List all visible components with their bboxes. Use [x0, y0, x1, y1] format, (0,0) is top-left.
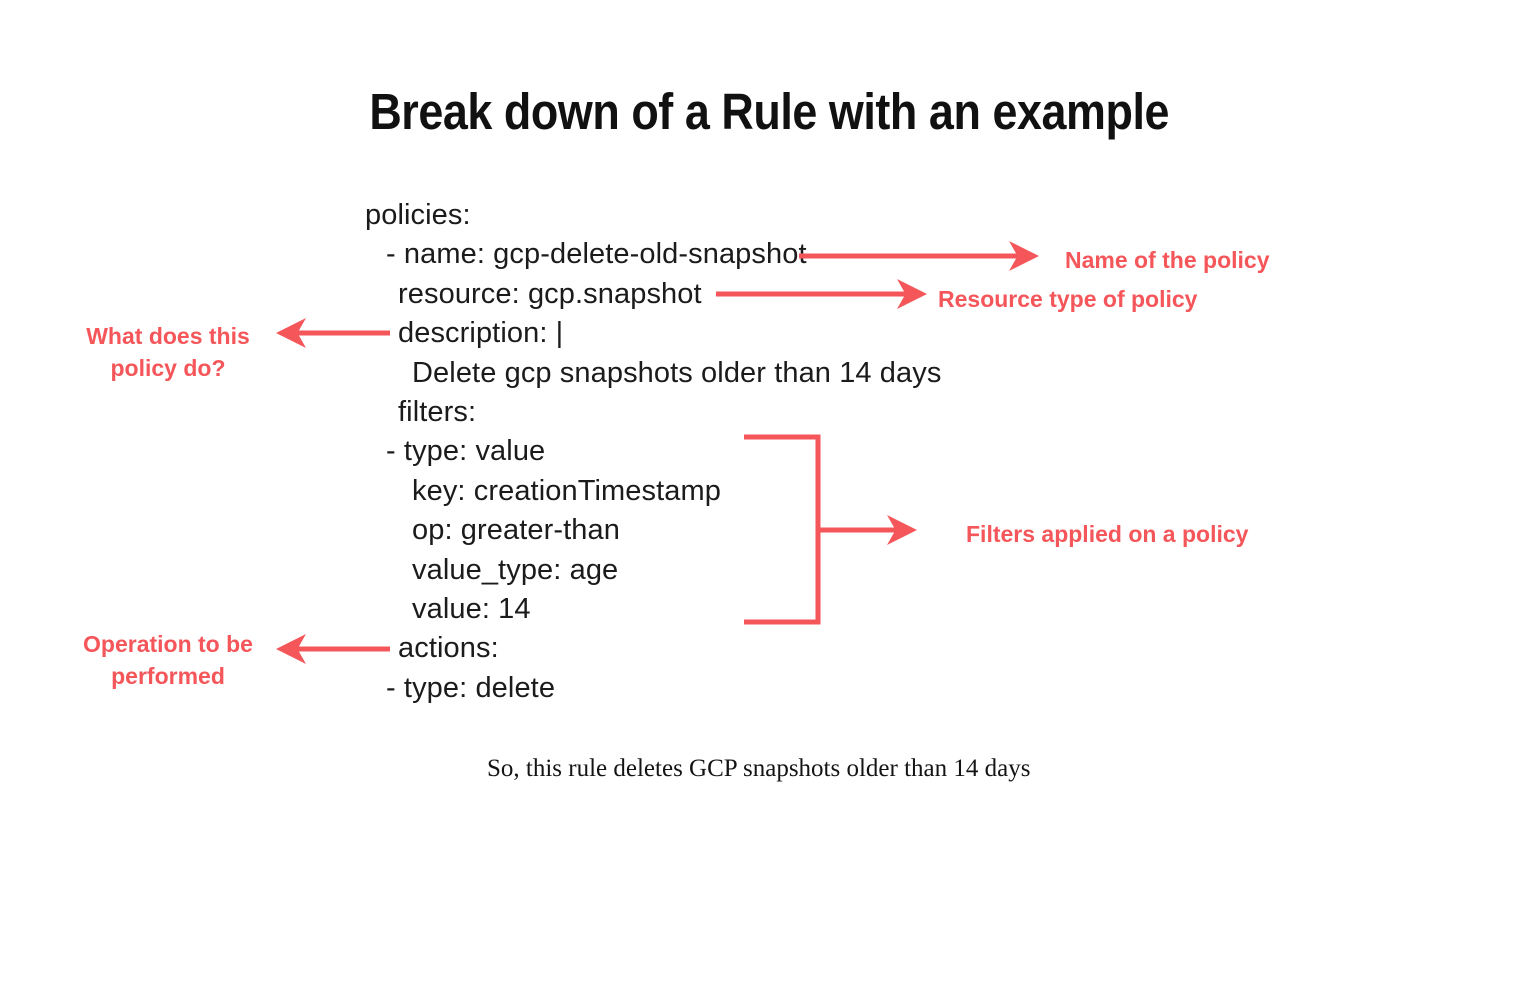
yaml-line: - name: gcp-delete-old-snapshot — [386, 238, 807, 271]
yaml-line: value: 14 — [412, 592, 531, 625]
yaml-line: op: greater-than — [412, 514, 620, 547]
annotation-what-does-this-policy-do: What does this policy do? — [86, 323, 250, 381]
yaml-line: description: | — [398, 317, 564, 350]
annotation-name-of-the-policy: Name of the policy — [1065, 247, 1270, 273]
yaml-line: Delete gcp snapshots older than 14 days — [412, 356, 942, 389]
yaml-line: filters: — [398, 395, 477, 428]
summary-caption: So, this rule deletes GCP snapshots olde… — [487, 755, 1031, 782]
annotation-filters-applied-on-a-policy: Filters applied on a policy — [966, 521, 1249, 547]
annotation-operation-to-be-performed: Operation to be performed — [83, 631, 253, 689]
yaml-line: - type: value — [386, 435, 546, 468]
page-title: Break down of a Rule with an example — [369, 83, 1169, 140]
yaml-line: key: creationTimestamp — [412, 474, 721, 507]
yaml-line: actions: — [398, 632, 499, 665]
yaml-line: value_type: age — [412, 553, 619, 586]
yaml-line: policies: — [365, 199, 471, 231]
yaml-line: resource: gcp.snapshot — [398, 277, 702, 310]
yaml-policy-block: policies: - name: gcp-delete-old-snapsho… — [365, 196, 1005, 708]
annotation-resource-type-of-policy: Resource type of policy — [938, 286, 1198, 312]
yaml-line: - type: delete — [386, 671, 556, 704]
